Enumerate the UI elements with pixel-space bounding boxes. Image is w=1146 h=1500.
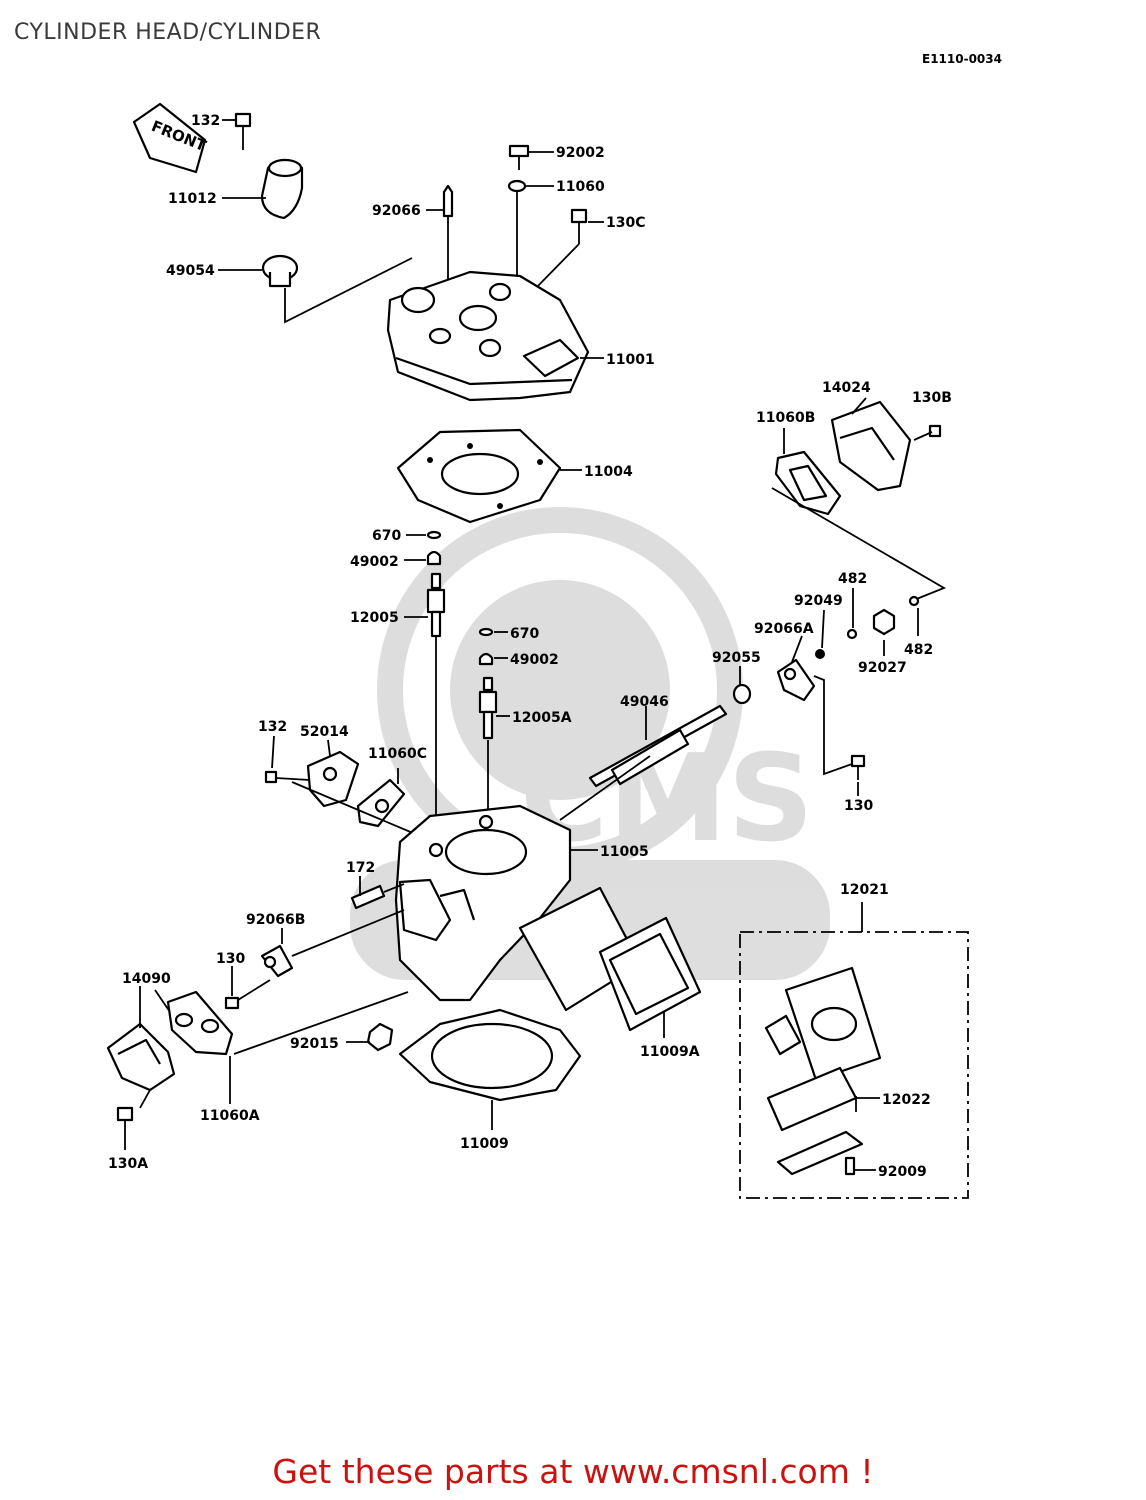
diagram-code: E1110-0034 [922,52,1002,66]
bolt-130b [913,424,942,441]
bolt-130-right [850,754,866,780]
nut-49002-a [426,550,442,566]
stud-172 [350,884,386,910]
gasket-11060b [774,450,842,516]
front-arrow-icon: FRONT [132,102,209,174]
bolt-130a [116,1106,134,1150]
part-label-11060a: 11060A [200,1108,260,1124]
part-label-670-a: 670 [372,528,401,544]
cylinder-head-11001 [386,270,590,402]
part-label-11060b: 11060B [756,410,815,426]
cap-49054 [261,254,299,288]
part-label-11009a: 11009A [640,1044,700,1060]
part-label-49002-a: 49002 [350,554,399,570]
oring-670-a [426,530,442,540]
part-label-482-a: 482 [838,571,867,587]
part-label-14024: 14024 [822,380,871,396]
part-label-11004: 11004 [584,464,633,480]
part-label-130c: 130C [606,215,646,231]
part-label-92066b: 92066B [246,912,305,928]
bolt-132-left [264,770,311,784]
nut-92015 [366,1022,394,1052]
oring-92055 [732,683,752,705]
part-label-11012: 11012 [168,191,217,207]
bolt-130c [570,208,588,244]
exploded-parts-diagram: CMS FRONT [106,102,969,1199]
part-label-12005a: 12005A [512,710,572,726]
fitting-11012 [260,158,304,220]
gasket-11060a [166,990,234,1056]
cover-14090 [106,1022,176,1092]
part-label-130-left: 130 [216,951,245,967]
part-label-130a: 130A [108,1156,148,1172]
sensor-12005 [426,572,446,638]
reed-block-12021 [764,966,882,1082]
part-label-92009: 92009 [878,1164,927,1180]
part-label-92049: 92049 [794,593,843,609]
cover-14024 [830,400,912,492]
part-label-172: 172 [346,860,375,876]
parts-link-footer[interactable]: Get these parts at www.cmsnl.com ! [272,1452,874,1491]
bolt-132-top [234,112,252,150]
part-label-11060: 11060 [556,179,605,195]
part-label-92027: 92027 [858,660,907,676]
part-label-49002-b: 49002 [510,652,559,668]
part-label-49054: 49054 [166,263,215,279]
part-label-132-top: 132 [191,113,220,129]
sensor-12005a [478,676,498,740]
part-label-92015: 92015 [290,1036,339,1052]
oring-670-b [478,627,494,637]
base-gasket-11009 [398,1008,582,1102]
washer-11060 [507,179,527,193]
reed-valve-box-12021 [739,931,969,1199]
part-label-11005: 11005 [600,844,649,860]
fitting-92066b [260,944,294,978]
part-label-52014: 52014 [300,724,349,740]
part-label-92066: 92066 [372,203,421,219]
reed-plate-12022 [766,1066,858,1132]
part-label-670-b: 670 [510,626,539,642]
part-label-12022: 12022 [882,1092,931,1108]
part-label-11001: 11001 [606,352,655,368]
gasket-11009a [518,886,702,1032]
part-label-12021: 12021 [840,882,889,898]
part-label-92066a: 92066A [754,621,814,637]
head-gasket-11004 [396,428,562,524]
part-label-132-left: 132 [258,719,287,735]
part-label-482-b: 482 [904,642,933,658]
washer-92049 [815,649,825,659]
nut-49002-b [478,652,494,666]
housing-92066a [776,658,816,702]
valve-52014 [306,750,360,808]
part-label-130b: 130B [912,390,952,406]
page-title: CYLINDER HEAD/CYLINDER [14,20,322,45]
part-label-92002: 92002 [556,145,605,161]
bolt-92002 [508,144,530,170]
part-label-92055: 92055 [712,650,761,666]
stopper-92009 [776,1130,876,1176]
oring-482-a [846,628,858,640]
part-label-12005: 12005 [350,610,399,626]
oring-482-b [908,595,920,607]
part-label-130-right: 130 [844,798,873,814]
part-label-14090: 14090 [122,971,171,987]
part-label-11009: 11009 [460,1136,509,1152]
cylinder-11005 [394,804,572,1002]
part-label-11060c: 11060C [368,746,427,762]
bolt-130-left [224,979,271,1010]
nut-92027 [872,608,896,636]
part-label-49046: 49046 [620,694,669,710]
